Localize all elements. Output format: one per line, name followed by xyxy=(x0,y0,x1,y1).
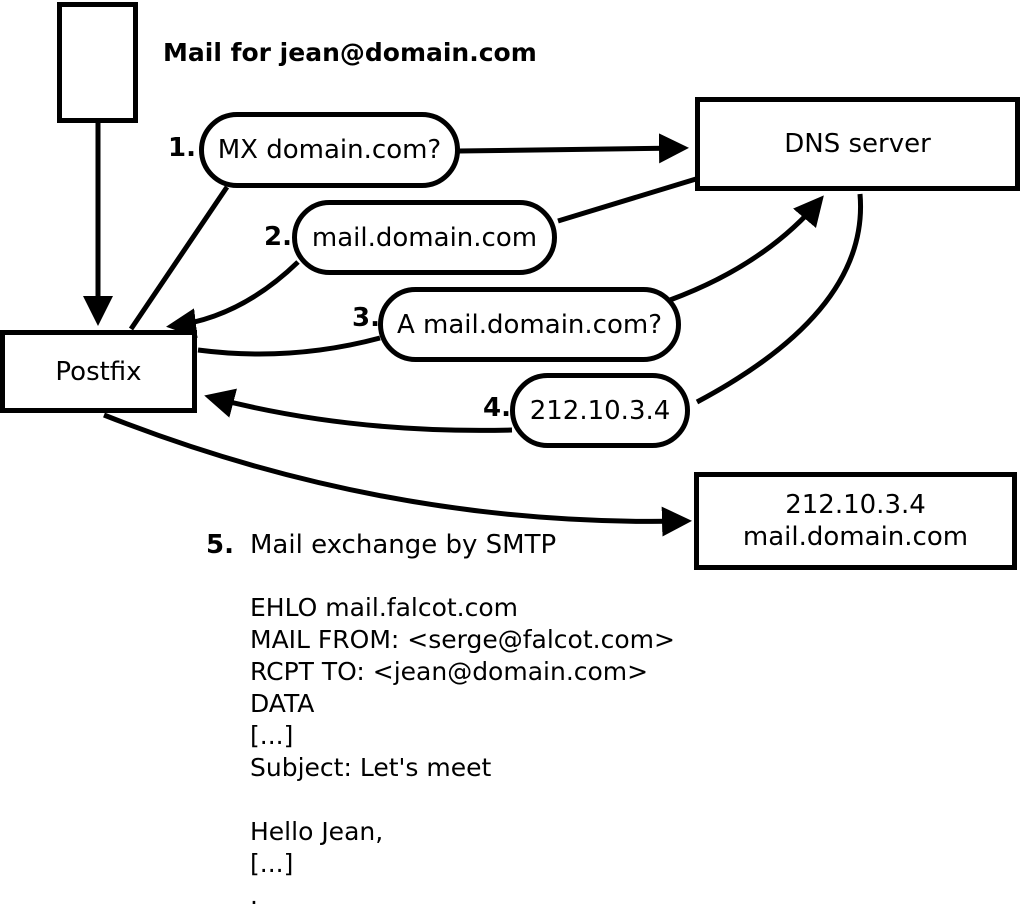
pill-query-mx-label: MX domain.com? xyxy=(217,135,442,165)
line-dns-to-answer-mx xyxy=(557,176,697,224)
arrow-query-mx-to-dns xyxy=(458,133,689,164)
arrow-answer-mx-to-postfix xyxy=(166,260,300,339)
smtp-transcript: EHLO mail.falcot.com MAIL FROM: <serge@f… xyxy=(250,593,675,910)
target-server-box: 212.10.3.4 mail.domain.com xyxy=(694,472,1017,570)
step-number-3: 3. xyxy=(352,303,380,333)
step-number-1: 1. xyxy=(168,133,196,163)
arrow-answer-a-to-postfix xyxy=(204,388,513,433)
dns-server-box: DNS server xyxy=(695,97,1020,191)
pill-query-a: A mail.domain.com? xyxy=(378,287,681,362)
step-number-5: 5. xyxy=(206,530,234,560)
step-5-label: Mail exchange by SMTP xyxy=(250,530,557,560)
diagram-title: Mail for jean@domain.com xyxy=(163,38,537,67)
arrow-query-a-to-dns xyxy=(669,195,824,303)
pill-answer-a: 212.10.3.4 xyxy=(510,373,690,448)
arrow-smtp-to-target xyxy=(103,412,692,537)
pill-query-mx: MX domain.com? xyxy=(199,112,460,188)
pill-query-a-label: A mail.domain.com? xyxy=(397,309,662,340)
pill-answer-mx-label: mail.domain.com xyxy=(311,222,538,253)
line-postfix-to-query-mx xyxy=(128,185,230,331)
step-number-2: 2. xyxy=(264,222,292,252)
line-dns-to-answer-a xyxy=(695,193,864,405)
target-server-ip: 212.10.3.4 xyxy=(785,490,926,520)
envelope-icon xyxy=(57,2,138,123)
step-number-4: 4. xyxy=(483,393,511,423)
postfix-label: Postfix xyxy=(55,356,142,387)
postfix-box: Postfix xyxy=(0,330,197,413)
dns-server-label: DNS server xyxy=(784,129,931,159)
pill-answer-mx: mail.domain.com xyxy=(292,200,557,275)
pill-answer-a-label: 212.10.3.4 xyxy=(529,395,671,426)
line-postfix-to-query-a xyxy=(197,335,381,357)
target-server-hostname: mail.domain.com xyxy=(742,522,969,552)
